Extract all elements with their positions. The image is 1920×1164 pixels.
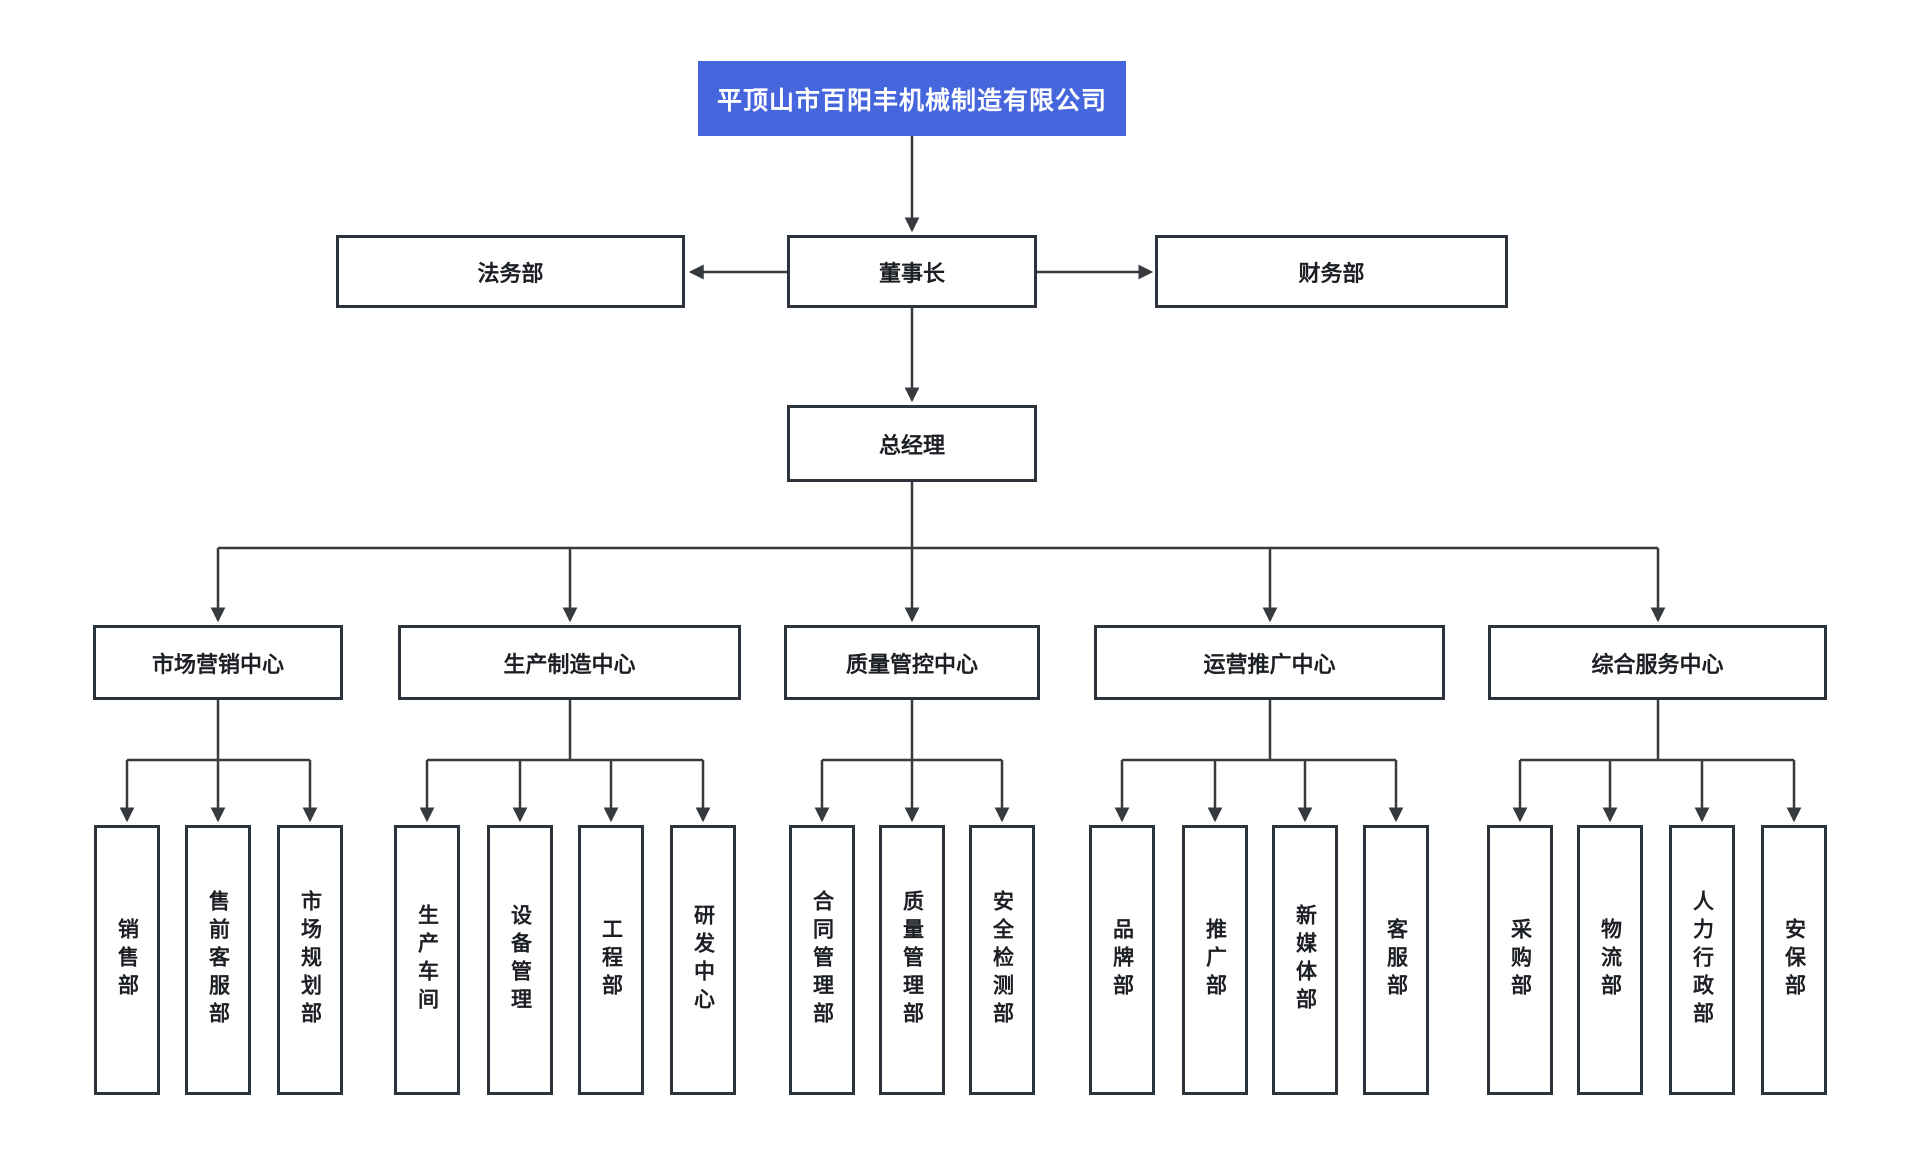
hr-admin-dept-label: 人力行政部 [1690, 890, 1714, 1030]
quality-management-dept-node[interactable]: 质量管理部 [879, 825, 945, 1095]
marketing-center-node[interactable]: 市场营销中心 [93, 625, 343, 700]
production-workshop-node[interactable]: 生产车间 [394, 825, 460, 1095]
security-dept-node[interactable]: 安保部 [1761, 825, 1827, 1095]
hr-admin-dept-node[interactable]: 人力行政部 [1669, 825, 1735, 1095]
chairman-node[interactable]: 董事长 [787, 235, 1037, 308]
presales-service-dept-node[interactable]: 售前客服部 [185, 825, 251, 1095]
production-center-node[interactable]: 生产制造中心 [398, 625, 741, 700]
market-planning-dept-node[interactable]: 市场规划部 [277, 825, 343, 1095]
general-manager-label: 总经理 [878, 432, 945, 458]
rnd-center-node[interactable]: 研发中心 [670, 825, 736, 1095]
logistics-dept-node[interactable]: 物流部 [1577, 825, 1643, 1095]
production-workshop-label: 生产车间 [415, 904, 439, 1016]
chairman-label: 董事长 [878, 260, 945, 286]
new-media-dept-node[interactable]: 新媒体部 [1272, 825, 1338, 1095]
marketing-center-label: 市场营销中心 [151, 651, 284, 677]
contract-management-dept-node[interactable]: 合同管理部 [789, 825, 855, 1095]
equipment-management-node[interactable]: 设备管理 [487, 825, 553, 1095]
new-media-dept-label: 新媒体部 [1293, 904, 1317, 1016]
finance-dept-node[interactable]: 财务部 [1155, 235, 1508, 308]
company-root-node[interactable]: 平顶山市百阳丰机械制造有限公司 [698, 61, 1126, 136]
services-center-node[interactable]: 综合服务中心 [1488, 625, 1827, 700]
presales-service-dept-label: 售前客服部 [206, 890, 230, 1030]
customer-service-dept-label: 客服部 [1384, 918, 1408, 1002]
services-center-label: 综合服务中心 [1591, 651, 1724, 677]
quality-center-label: 质量管控中心 [845, 651, 978, 677]
operations-center-label: 运营推广中心 [1203, 651, 1336, 677]
rnd-center-label: 研发中心 [691, 904, 715, 1016]
sales-dept-node[interactable]: 销售部 [94, 825, 160, 1095]
procurement-dept-label: 采购部 [1508, 918, 1532, 1002]
customer-service-dept-node[interactable]: 客服部 [1363, 825, 1429, 1095]
legal-dept-label: 法务部 [477, 260, 544, 286]
brand-dept-label: 品牌部 [1110, 918, 1134, 1002]
safety-inspection-dept-label: 安全检测部 [990, 890, 1014, 1030]
company-root-label: 平顶山市百阳丰机械制造有限公司 [716, 86, 1107, 115]
legal-dept-node[interactable]: 法务部 [336, 235, 685, 308]
quality-management-dept-label: 质量管理部 [900, 890, 924, 1030]
promotion-dept-label: 推广部 [1203, 918, 1227, 1002]
engineering-dept-label: 工程部 [599, 918, 623, 1002]
quality-center-node[interactable]: 质量管控中心 [784, 625, 1040, 700]
production-center-label: 生产制造中心 [503, 651, 636, 677]
equipment-management-label: 设备管理 [508, 904, 532, 1016]
procurement-dept-node[interactable]: 采购部 [1487, 825, 1553, 1095]
operations-center-node[interactable]: 运营推广中心 [1094, 625, 1445, 700]
market-planning-dept-label: 市场规划部 [298, 890, 322, 1030]
engineering-dept-node[interactable]: 工程部 [578, 825, 644, 1095]
security-dept-label: 安保部 [1782, 918, 1806, 1002]
brand-dept-node[interactable]: 品牌部 [1089, 825, 1155, 1095]
promotion-dept-node[interactable]: 推广部 [1182, 825, 1248, 1095]
general-manager-node[interactable]: 总经理 [787, 405, 1037, 482]
logistics-dept-label: 物流部 [1598, 918, 1622, 1002]
safety-inspection-dept-node[interactable]: 安全检测部 [969, 825, 1035, 1095]
sales-dept-label: 销售部 [115, 918, 139, 1002]
contract-management-dept-label: 合同管理部 [810, 890, 834, 1030]
finance-dept-label: 财务部 [1298, 260, 1365, 286]
